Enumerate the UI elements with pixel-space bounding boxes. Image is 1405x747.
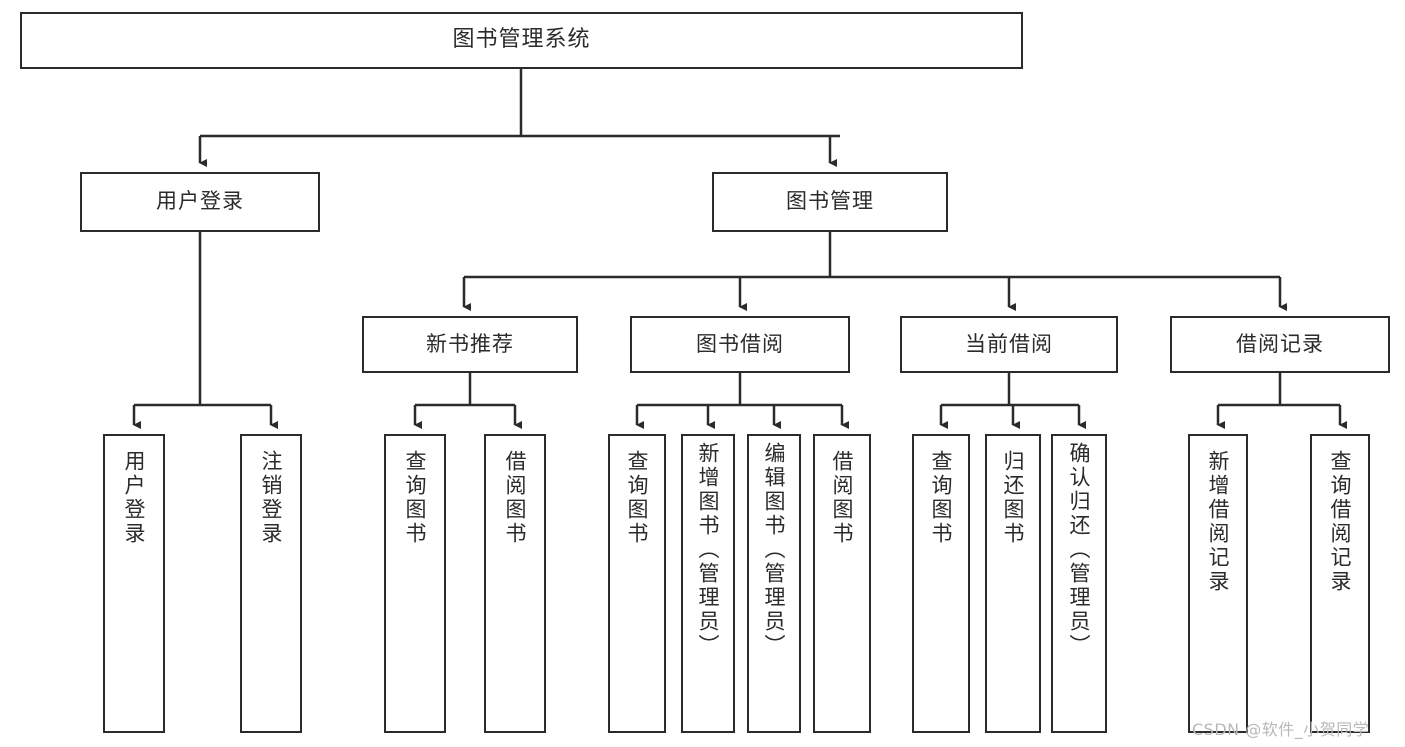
node-current-borrow[interactable]: 当前借阅 xyxy=(900,316,1118,373)
node-leaf-query-book-current[interactable]: 查询图书 xyxy=(912,434,970,733)
node-new-book-recommend[interactable]: 新书推荐 xyxy=(362,316,578,373)
node-user-login[interactable]: 用户登录 xyxy=(80,172,320,232)
node-leaf-query-book-recommend[interactable]: 查询图书 xyxy=(384,434,446,733)
node-leaf-edit-book-admin[interactable]: 编辑图书（管理员） xyxy=(747,434,801,733)
node-leaf-confirm-return-admin[interactable]: 确认归还（管理员） xyxy=(1051,434,1107,733)
node-leaf-borrow-book[interactable]: 借阅图书 xyxy=(813,434,871,733)
node-book-borrow[interactable]: 图书借阅 xyxy=(630,316,850,373)
node-leaf-query-borrow-record[interactable]: 查询借阅记录 xyxy=(1310,434,1370,733)
node-leaf-user-logout[interactable]: 注销登录 xyxy=(240,434,302,733)
watermark-credit: CSDN @软件_小贺同学 xyxy=(1192,720,1370,739)
node-borrow-record[interactable]: 借阅记录 xyxy=(1170,316,1390,373)
node-root-system[interactable]: 图书管理系统 xyxy=(20,12,1023,69)
node-leaf-user-login[interactable]: 用户登录 xyxy=(103,434,165,733)
node-leaf-query-book-borrow[interactable]: 查询图书 xyxy=(608,434,666,733)
node-leaf-add-borrow-record[interactable]: 新增借阅记录 xyxy=(1188,434,1248,733)
node-leaf-add-book-admin[interactable]: 新增图书（管理员） xyxy=(681,434,735,733)
node-leaf-borrow-book-recommend[interactable]: 借阅图书 xyxy=(484,434,546,733)
node-leaf-return-book[interactable]: 归还图书 xyxy=(985,434,1041,733)
node-book-management[interactable]: 图书管理 xyxy=(712,172,948,232)
